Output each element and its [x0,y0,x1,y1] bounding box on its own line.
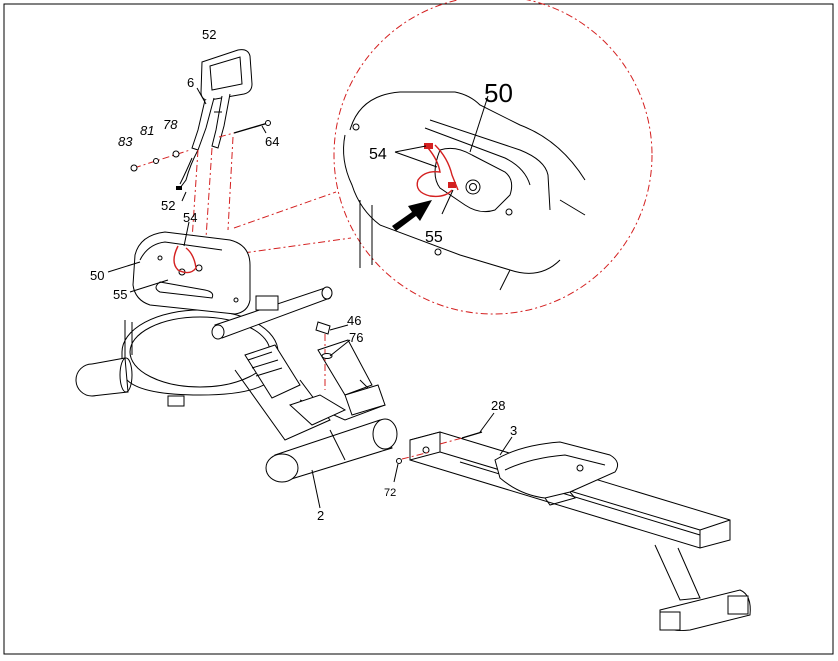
detail-connector-a [424,143,433,149]
label-46: 46 [347,313,361,328]
wire-52 [179,149,199,189]
label-81: 81 [140,123,154,138]
part-labels: 52 6 83 81 78 64 52 54 50 55 46 76 28 3 … [90,27,517,523]
label-72: 72 [384,487,396,499]
label-54-detail: 54 [369,146,387,163]
frame-border [3,3,834,655]
detail-leader-upper [233,191,337,229]
label-52-top: 52 [202,27,216,42]
rail-assembly [396,431,751,631]
label-83: 83 [118,134,133,149]
label-76: 76 [349,330,363,345]
pin-46 [315,321,331,335]
handle-slot [155,281,214,299]
washer-76 [321,353,333,359]
nut-83 [130,164,138,172]
label-50-detail: 50 [484,78,513,108]
monitor-assembly [130,49,271,241]
detail-circle [333,0,653,315]
front-foot-right [372,418,398,450]
label-6: 6 [187,75,194,90]
washer-81 [153,158,159,164]
bolt-64 [233,122,269,134]
washer-78 [172,150,180,158]
label-55: 55 [113,287,127,302]
bolt-28 [461,431,483,439]
label-64: 64 [265,134,279,149]
footrest-left [244,344,301,399]
front-foot-left [265,453,299,483]
label-55-detail: 55 [425,229,443,246]
rear-leg [654,544,701,601]
handle-center [255,295,279,311]
detail-wire-b [434,144,459,191]
detail-housing-top [349,91,586,181]
detail-arrow-icon [392,200,432,231]
detail-wire-a [416,147,453,198]
wire-54 [173,245,197,274]
upright-right [211,93,231,149]
upright-left [191,97,215,151]
detail-connector-b [448,182,456,188]
label-28: 28 [491,398,505,413]
seat [494,441,619,499]
label-54: 54 [183,210,197,225]
leader-lines [107,87,513,483]
label-3: 3 [510,423,517,438]
detail-housing-left [343,134,381,226]
label-2: 2 [317,508,324,523]
detail-leader-lower [228,237,352,256]
monitor-housing [200,49,253,101]
main-frame [75,231,398,509]
detail-slot-top [429,119,551,211]
label-52-wire: 52 [161,198,175,213]
fan-housing [132,231,251,315]
bolt-72 [396,458,402,464]
detail-slot-inner [424,127,531,186]
detail-bolt-hole [465,179,481,195]
footrest-right [317,339,373,396]
label-50: 50 [90,268,104,283]
footplate-right [344,384,386,416]
detail-view: 50 54 55 [228,0,653,315]
detail-housing-bottom [379,224,561,274]
label-78: 78 [163,117,178,132]
monitor-screen [209,56,243,91]
footplate-left [289,394,347,426]
